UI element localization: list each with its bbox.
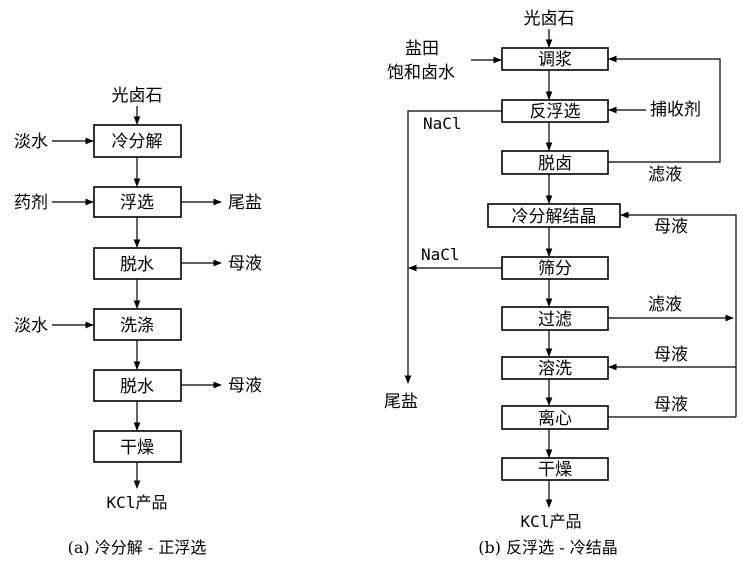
- b-mother-liquor: 母液: [654, 345, 688, 365]
- a-box-label: 洗涤: [120, 316, 154, 336]
- b-box-label: 反浮选: [530, 102, 581, 122]
- b-box-label: 干燥: [538, 460, 572, 480]
- b-collector: 捕收剂: [650, 100, 701, 120]
- b-nacl: NaCl: [423, 114, 462, 133]
- b-box-label: 筛分: [538, 259, 572, 279]
- b-box-label: 过滤: [538, 310, 572, 330]
- a-right-output: 母液: [228, 254, 262, 274]
- b-tail-line: [404, 110, 502, 384]
- b-mother-liquor: 母液: [654, 395, 688, 415]
- b-recycle-line: [608, 55, 721, 163]
- b-left-input: 饱和卤水: [387, 63, 455, 83]
- b-box-dry: [501, 457, 609, 481]
- b-filtrate: 滤液: [648, 295, 682, 315]
- b-box-label: 溶洗: [538, 359, 572, 379]
- b-box-slurry: [501, 47, 609, 71]
- a-right-output: 母液: [228, 376, 262, 396]
- a-left-input: 药剂: [14, 193, 48, 213]
- b-left-input: 盐田: [405, 39, 439, 59]
- b-box-label: 脱卤: [538, 154, 572, 174]
- a-box-label: 脱水: [120, 255, 154, 275]
- a-box-label: 冷分解: [112, 132, 163, 152]
- b-box-label: 冷分解结晶: [512, 207, 597, 227]
- a-box-wash: [93, 308, 182, 341]
- b-box-dissolve-wash: [501, 356, 609, 380]
- a-caption: (a) 冷分解 - 正浮选: [68, 538, 207, 557]
- b-box-label: 调浆: [538, 50, 572, 70]
- a-left-input: 淡水: [14, 316, 48, 336]
- a-box-dry: [93, 430, 182, 463]
- a-input-top: 光卤石: [112, 86, 163, 106]
- a-box-label: 干燥: [120, 438, 154, 458]
- diagram-b: 光卤石 调浆 反浮选 脱卤 冷分解结晶 筛分 过滤 溶洗 离心 干燥 盐田 饱和…: [384, 9, 737, 557]
- a-box-cold-decomposition: [93, 124, 182, 158]
- b-input-top: 光卤石: [524, 9, 575, 29]
- diagram-a: 光卤石 冷分解 浮选 脱水 洗涤 脱水 干燥 淡水 药剂 淡水 尾盐 母液: [14, 86, 262, 557]
- b-tail-salt: 尾盐: [384, 392, 418, 412]
- b-nacl: NaCl: [421, 245, 460, 264]
- a-box-label: 浮选: [120, 193, 154, 213]
- b-recycle-line: [620, 211, 737, 417]
- b-filtrate: 滤液: [648, 165, 682, 185]
- a-left-input: 淡水: [14, 132, 48, 152]
- b-box-label: 离心: [538, 409, 572, 429]
- a-right-output: 尾盐: [228, 193, 262, 213]
- b-product: KCl产品: [521, 512, 582, 531]
- b-caption: (b) 反浮选 - 冷结晶: [478, 538, 617, 557]
- b-mother-liquor: 母液: [654, 217, 688, 237]
- a-product: KCl产品: [107, 493, 168, 512]
- b-box-cold-crystallization: [487, 203, 621, 228]
- a-box-label: 脱水: [120, 377, 154, 397]
